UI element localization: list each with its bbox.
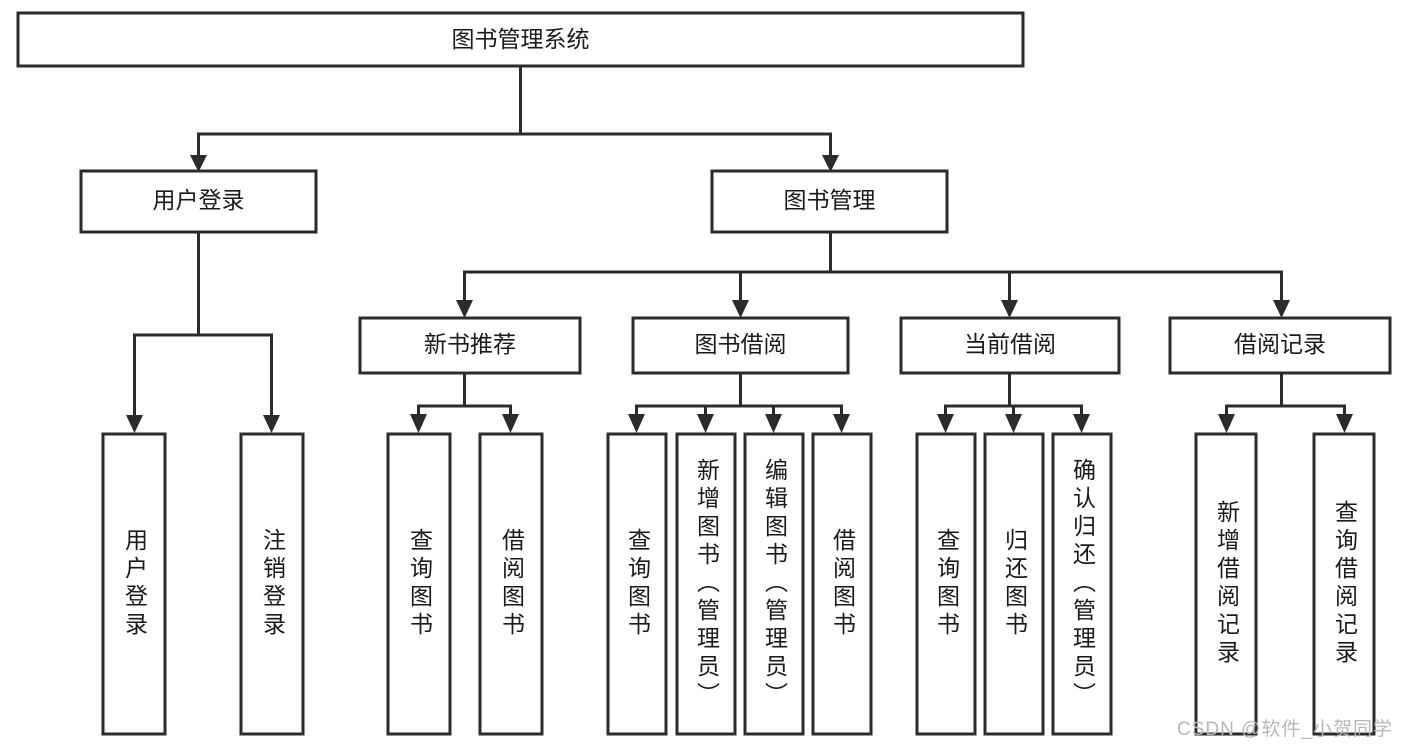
node-book-borrow-label: 图书借阅	[695, 331, 787, 357]
arrow-leaf-borrow-book-1	[502, 414, 519, 433]
node-leaf-borrow-book-1-box[interactable]	[478, 432, 544, 736]
node-book-manage-label: 图书管理	[784, 187, 876, 213]
csdn-watermark: CSDN @软件_小贺同学	[1177, 719, 1393, 740]
node-user-login-label: 用户登录	[153, 187, 245, 213]
node-leaf-query-book-1-box[interactable]	[386, 432, 452, 736]
node-current-borrow-label: 当前借阅	[964, 331, 1056, 357]
node-new-book-rec-box[interactable]	[358, 316, 582, 375]
arrow-leaf-add-book	[697, 414, 714, 433]
node-borrow-record-box[interactable]	[1168, 316, 1392, 375]
arrow-leaf-query-book-1	[410, 414, 427, 433]
node-user-login-box[interactable]	[79, 169, 318, 234]
arrow-leaf-user-login	[126, 415, 143, 433]
arrow-book-borrow	[732, 300, 749, 318]
arrow-borrow-record	[1273, 300, 1290, 318]
node-leaf-add-book-box[interactable]	[675, 432, 737, 736]
node-book-manage[interactable]: 图书管理	[710, 169, 949, 234]
node-root[interactable]: 图书管理系统	[16, 11, 1025, 68]
node-current-borrow-box[interactable]	[899, 316, 1121, 375]
node-book-borrow-box[interactable]	[631, 316, 850, 375]
leaf-node-boxes	[101, 432, 1376, 736]
node-leaf-query-record-box[interactable]	[1312, 432, 1376, 736]
arrow-leaf-user-logout	[263, 415, 280, 433]
arrow-leaf-edit-book	[765, 414, 782, 433]
node-root-box[interactable]	[16, 11, 1025, 68]
node-borrow-record-label: 借阅记录	[1234, 331, 1326, 357]
node-leaf-return-book-box[interactable]	[983, 432, 1045, 736]
node-user-login[interactable]: 用户登录	[79, 169, 318, 234]
node-leaf-user-login-box[interactable]	[101, 432, 167, 736]
connector-lines	[126, 64, 1353, 433]
arrow-leaf-confirm-return	[1073, 414, 1090, 433]
node-new-book-rec[interactable]: 新书推荐	[358, 316, 582, 375]
arrow-leaf-borrow-book-2	[833, 414, 850, 433]
arrow-user-login	[190, 155, 207, 172]
node-book-borrow[interactable]: 图书借阅	[631, 316, 850, 375]
arrow-current-borrow	[1001, 300, 1018, 318]
node-root-label: 图书管理系统	[452, 26, 590, 52]
node-borrow-record[interactable]: 借阅记录	[1168, 316, 1392, 375]
arrow-leaf-query-book-2	[628, 414, 645, 433]
arrow-book-manage	[822, 155, 839, 172]
node-leaf-query-book-2-box[interactable]	[606, 432, 668, 736]
arrow-leaf-query-record	[1336, 414, 1353, 433]
node-leaf-borrow-book-2-box[interactable]	[811, 432, 873, 736]
node-current-borrow[interactable]: 当前借阅	[899, 316, 1121, 375]
node-leaf-confirm-return-box[interactable]	[1051, 432, 1113, 736]
node-leaf-query-book-3-box[interactable]	[915, 432, 977, 736]
node-leaf-edit-book-box[interactable]	[743, 432, 805, 736]
node-leaf-add-record-box[interactable]	[1194, 432, 1258, 736]
node-new-book-rec-label: 新书推荐	[424, 331, 516, 357]
arrow-leaf-return-book	[1005, 414, 1022, 433]
arrow-leaf-query-book-3	[937, 414, 954, 433]
arrow-leaf-add-record	[1218, 414, 1235, 433]
node-leaf-user-logout-box[interactable]	[239, 432, 305, 736]
arrow-new-book-rec	[456, 300, 473, 318]
node-book-manage-box[interactable]	[710, 169, 949, 234]
